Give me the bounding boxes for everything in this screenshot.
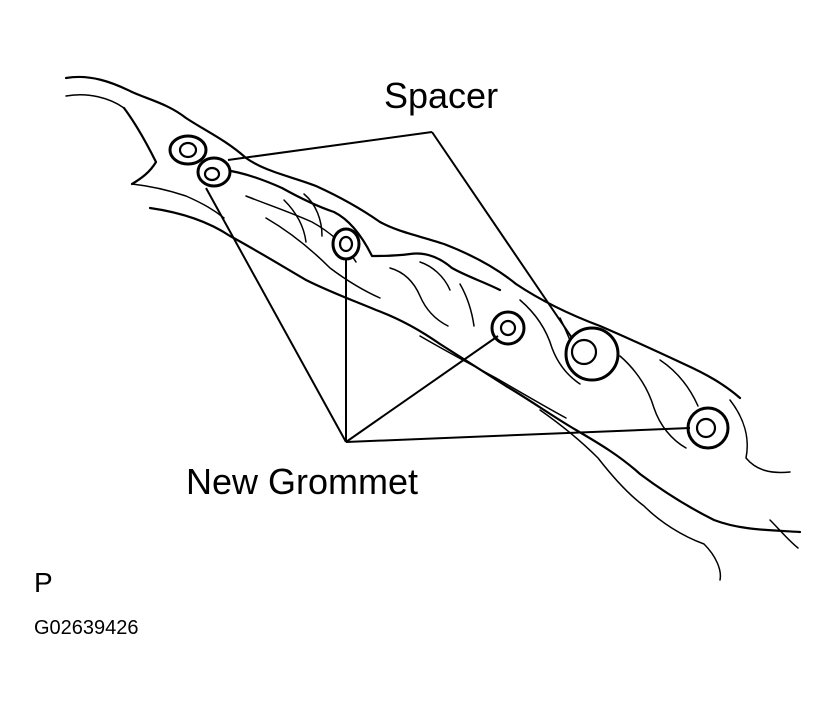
grommet-right bbox=[686, 406, 730, 450]
spacer-leaders bbox=[227, 131, 573, 339]
spacer-left bbox=[196, 156, 232, 188]
manifold-outline bbox=[64, 75, 802, 581]
figure-code: G02639426 bbox=[34, 617, 139, 639]
grommet-center-left bbox=[331, 227, 361, 261]
view-letter: P bbox=[34, 567, 53, 598]
grommet-center-right bbox=[490, 310, 526, 346]
grommet-left-upper bbox=[168, 134, 208, 166]
spacer-label: Spacer bbox=[384, 75, 498, 116]
spacer-right bbox=[564, 326, 620, 382]
grommet-leaders bbox=[205, 187, 691, 443]
new-grommet-label: New Grommet bbox=[186, 461, 418, 502]
